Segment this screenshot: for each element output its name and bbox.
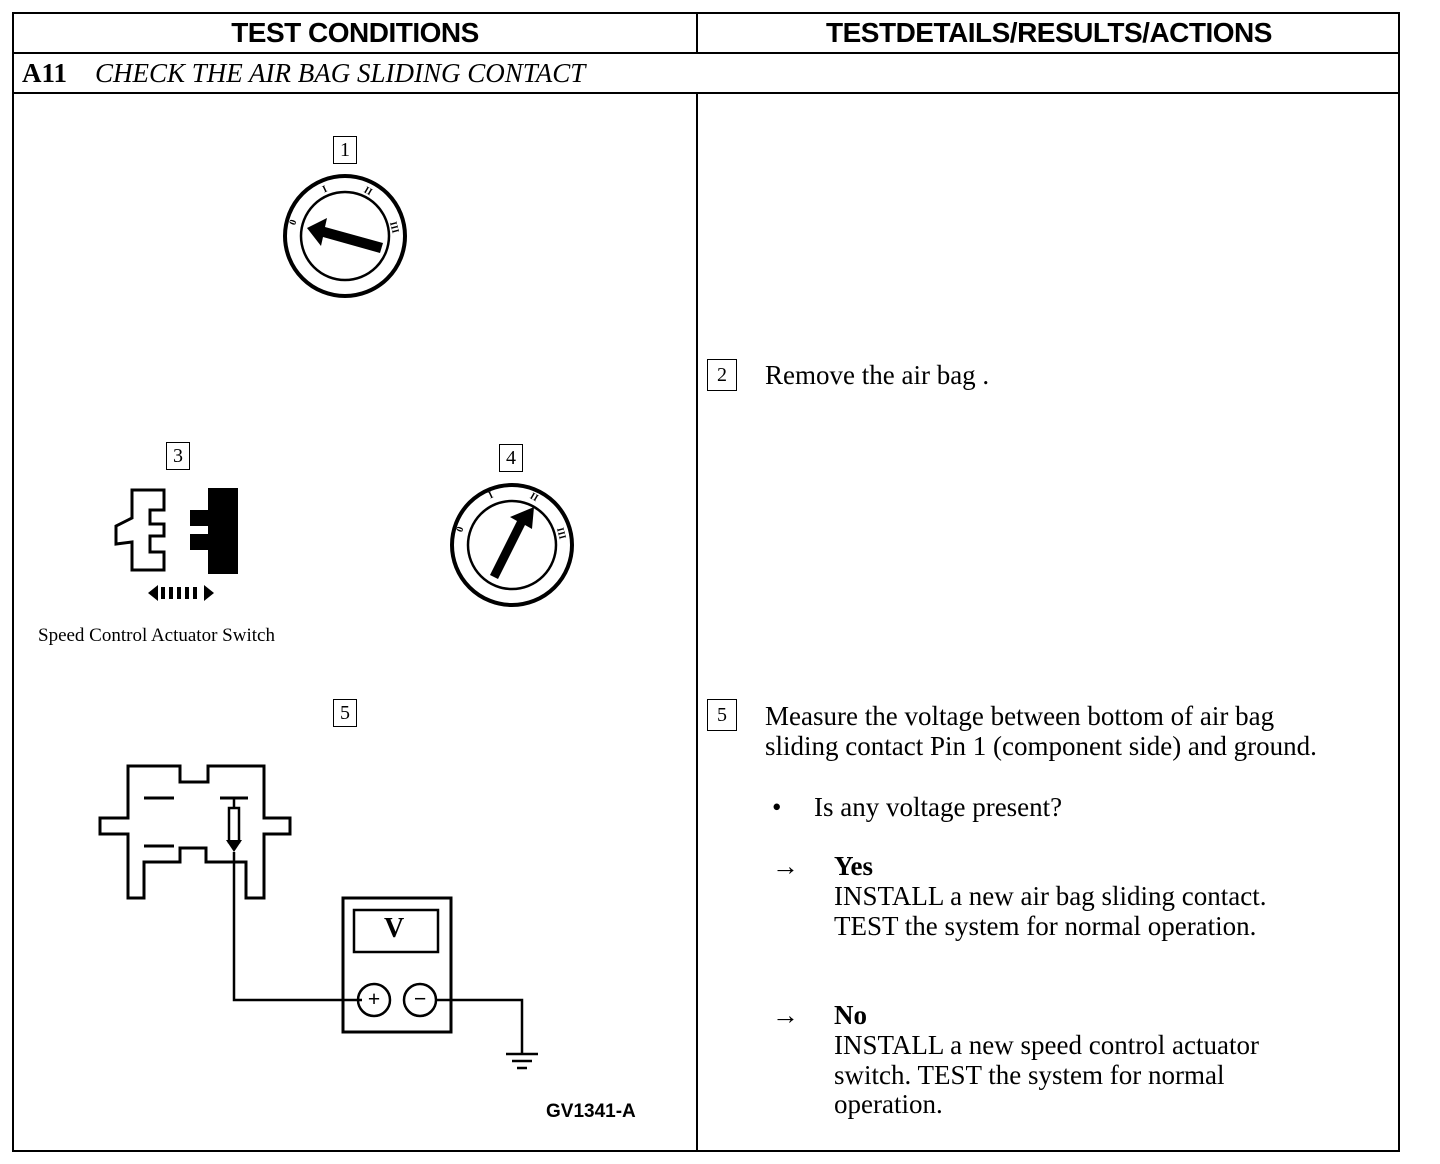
title-divider (14, 92, 1400, 94)
connector-icon (114, 488, 238, 601)
bullet-icon: • (772, 792, 782, 822)
callout-5: 5 (333, 699, 357, 727)
yes-arrow-icon: → (772, 851, 799, 881)
no-line1: INSTALL a new speed control actuator (834, 1030, 1259, 1060)
callout-4: 4 (499, 444, 523, 472)
meter-label: V (384, 913, 405, 944)
no-line2: switch. TEST the system for normal (834, 1060, 1225, 1090)
yes-line1: INSTALL a new air bag sliding contact. (834, 881, 1267, 911)
step2-callout: 2 (707, 359, 737, 391)
switch-caption: Speed Control Actuator Switch (38, 625, 275, 646)
yes-line2: TEST the system for normal operation. (834, 911, 1257, 941)
column-divider (696, 94, 698, 1152)
ignition-switch-on-icon (450, 483, 574, 607)
header-column-divider (696, 14, 698, 52)
callout-3: 3 (166, 442, 190, 470)
question-text: Is any voltage present? (814, 792, 1063, 822)
step-title-row: A11 CHECK THE AIR BAG SLIDING CONTACT (22, 58, 585, 89)
step5-line1: Measure the voltage between bottom of ai… (765, 701, 1275, 731)
meter-plus-label: + (367, 986, 381, 1011)
ignition-switch-off-icon (283, 174, 407, 298)
figure-id: GV1341-A (546, 1101, 636, 1122)
no-label: No (834, 1000, 867, 1030)
no-arrow-icon: → (772, 1000, 799, 1030)
callout-1: 1 (333, 136, 357, 164)
step-title: CHECK THE AIR BAG SLIDING CONTACT (95, 58, 586, 88)
step2-text: Remove the air bag . (765, 360, 990, 390)
header-test-details: TESTDETAILS/RESULTS/ACTIONS (826, 17, 1272, 48)
header-test-conditions: TEST CONDITIONS (231, 17, 479, 48)
step-id: A11 (22, 58, 68, 88)
header-divider (14, 52, 1400, 54)
no-line3: operation. (834, 1089, 943, 1119)
voltmeter-circuit-diagram (98, 764, 538, 1070)
step5-callout: 5 (707, 699, 737, 731)
yes-label: Yes (834, 851, 873, 881)
step5-line2: sliding contact Pin 1 (component side) a… (765, 731, 1317, 761)
meter-minus-label: − (413, 986, 427, 1011)
procedure-table: TEST CONDITIONS TESTDETAILS/RESULTS/ACTI… (12, 12, 1400, 1152)
